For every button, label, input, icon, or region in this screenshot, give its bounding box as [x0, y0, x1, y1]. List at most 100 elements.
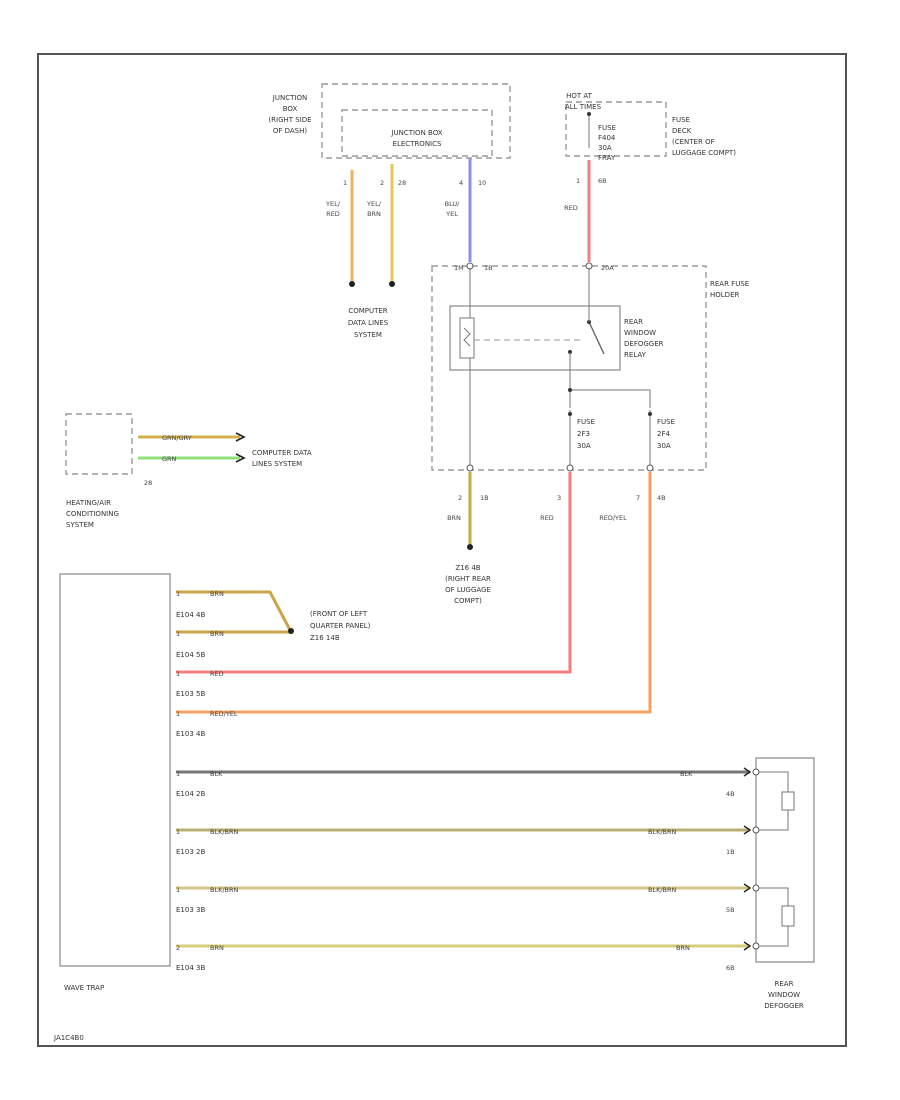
relay-label-1: REAR: [624, 318, 643, 326]
footer-id: JA1C4B0: [53, 1034, 84, 1042]
ground-z16-label-4: COMPT): [454, 597, 482, 605]
trap-row-7: 1 BLK/BRN E103 3B BLK/BRN 5B: [176, 886, 735, 914]
jb-pin-2b: 28: [398, 179, 406, 187]
fuse-2f4-label-1: FUSE: [657, 418, 675, 426]
wire-label-yel-red-1: YEL/: [325, 200, 341, 208]
svg-text:2: 2: [176, 944, 180, 952]
svg-text:E103 2B: E103 2B: [176, 848, 205, 856]
lower-pin-3b: 4B: [657, 494, 666, 502]
svg-text:E104 3B: E104 3B: [176, 964, 205, 972]
jb-pin-3: 4: [459, 179, 463, 187]
fuse-2f4-label-3: 30A: [657, 442, 671, 450]
trap-row-6: 1 BLK/BRN E103 2B BLK/BRN 1B: [176, 828, 735, 856]
terminal-dot: [349, 281, 355, 287]
wire-label-yel-red-2: RED: [326, 210, 340, 218]
junction-box-label-4: OF DASH): [273, 127, 308, 135]
computer-data-2-label-2: LINES SYSTEM: [252, 460, 302, 468]
ground-z16b-label-3: Z16 14B: [310, 634, 340, 642]
wire-red-yel-long: [176, 472, 652, 714]
svg-text:1: 1: [176, 828, 180, 836]
defogger-label-3: DEFOGGER: [764, 1002, 804, 1010]
svg-text:1: 1: [176, 670, 180, 678]
jb-pin-2: 2: [380, 179, 384, 187]
svg-text:E104 5B: E104 5B: [176, 651, 205, 659]
svg-text:BLK/BRN: BLK/BRN: [210, 828, 239, 836]
svg-text:BLK: BLK: [680, 770, 693, 778]
wire-label-blu-yel-2: YEL: [445, 210, 458, 218]
ground-z16-label-3: OF LUGGAGE: [445, 586, 491, 594]
wire-label-yel-brn-1: YEL/: [366, 200, 382, 208]
svg-text:1B: 1B: [726, 848, 735, 856]
terminal-dot: [389, 281, 395, 287]
hot-at-label-1: HOT AT: [566, 92, 593, 100]
svg-text:BLK/BRN: BLK/BRN: [648, 828, 677, 836]
trap-row-8: 2 BRN E104 3B BRN 6B: [176, 944, 735, 972]
svg-text:BRN: BRN: [210, 944, 224, 952]
ground-z16b-label-1: (FRONT OF LEFT: [310, 610, 368, 618]
trap-row-1: 1 BRN E104 4B: [176, 590, 224, 619]
fuse-top-pin-b: 6B: [598, 177, 607, 185]
wire-label-brn: BRN: [447, 514, 461, 522]
svg-text:5B: 5B: [726, 906, 735, 914]
fuse-2f3: FUSE 2F3 30A: [568, 410, 595, 466]
relay-label-2: WINDOW: [624, 329, 656, 337]
svg-text:6B: 6B: [726, 964, 735, 972]
relay-label-4: RELAY: [624, 351, 647, 359]
lower-pin-1b: 1B: [480, 494, 489, 502]
hvac-label-3: SYSTEM: [66, 521, 94, 529]
svg-text:BLK: BLK: [210, 770, 223, 778]
rear-fuse-holder-label-1: REAR FUSE: [710, 280, 749, 288]
svg-text:1: 1: [176, 710, 180, 718]
fuse-deck-label-1: FUSE: [672, 116, 690, 124]
junction-box: JUNCTION BOX (RIGHT SIDE OF DASH) JUNCTI…: [268, 83, 511, 187]
defogger-relay: REAR WINDOW DEFOGGER RELAY: [449, 305, 664, 371]
wire-label-red-top: RED: [564, 204, 578, 212]
ground-z16-label-2: (RIGHT REAR: [445, 575, 491, 583]
jb-pin-1: 1: [343, 179, 347, 187]
trap-row-4: 1 RED/YEL E103 4B: [176, 710, 238, 738]
computer-data-label-3: SYSTEM: [354, 331, 382, 339]
fuse-top-label-4: FRAY: [598, 154, 616, 162]
hvac-pin: 28: [144, 479, 152, 487]
rfh-pin-1m: 1M: [454, 264, 464, 272]
lower-pin-1: 2: [458, 494, 462, 502]
svg-text:BLK/BRN: BLK/BRN: [648, 886, 677, 894]
svg-text:1: 1: [176, 886, 180, 894]
svg-text:1: 1: [176, 770, 180, 778]
svg-text:E104 2B: E104 2B: [176, 790, 205, 798]
hvac-system: HEATING/AIR CONDITIONING SYSTEM 28 GRN/G…: [65, 413, 246, 529]
jb-pin-3b: 10: [478, 179, 486, 187]
fuse-deck-label-3: (CENTER OF: [672, 138, 715, 146]
svg-text:BRN: BRN: [210, 590, 224, 598]
svg-text:E103 3B: E103 3B: [176, 906, 205, 914]
wire-label-blu-yel-1: BLU/: [445, 200, 461, 208]
fuse-2f4-label-2: 2F4: [657, 430, 670, 438]
computer-data-label-1: COMPUTER: [348, 307, 387, 315]
fuse-top-label-1: FUSE: [598, 124, 616, 132]
fuse-deck: HOT AT ALL TIMES FUSE F404 30A FRAY FUSE…: [565, 92, 736, 185]
wave-trap: WAVE TRAP: [59, 573, 171, 992]
wire-label-grn: GRN: [162, 455, 177, 463]
relay-label-3: DEFOGGER: [624, 340, 664, 348]
defogger-label-2: WINDOW: [768, 991, 800, 999]
fuse-deck-label-2: DECK: [672, 127, 692, 135]
diagram-frame: [37, 53, 847, 1047]
lower-pin-2: 3: [557, 494, 561, 502]
junction-box-inner-label-2: ELECTRONICS: [393, 140, 442, 148]
ground-z16b-label-2: QUARTER PANEL): [310, 622, 371, 630]
trap-row-3: 1 RED E103 5B: [176, 670, 224, 698]
ground-z16-label-1: Z16 4B: [455, 564, 480, 572]
hvac-label-2: CONDITIONING: [66, 510, 119, 518]
svg-text:E103 5B: E103 5B: [176, 690, 205, 698]
junction-box-inner-label-1: JUNCTION BOX: [390, 129, 442, 137]
svg-text:E103 4B: E103 4B: [176, 730, 205, 738]
svg-text:BRN: BRN: [676, 944, 690, 952]
rfh-pin-1b: 1B: [484, 264, 493, 272]
fuse-top-label-3: 30A: [598, 144, 612, 152]
junction-box-label-1: JUNCTION: [272, 94, 307, 102]
fuse-2f4: FUSE 2F4 30A: [648, 410, 675, 466]
fuse-2f3-label-3: 30A: [577, 442, 591, 450]
svg-text:RED/YEL: RED/YEL: [210, 710, 238, 718]
fuse-2f3-label-2: 2F3: [577, 430, 590, 438]
svg-text:1: 1: [176, 630, 180, 638]
